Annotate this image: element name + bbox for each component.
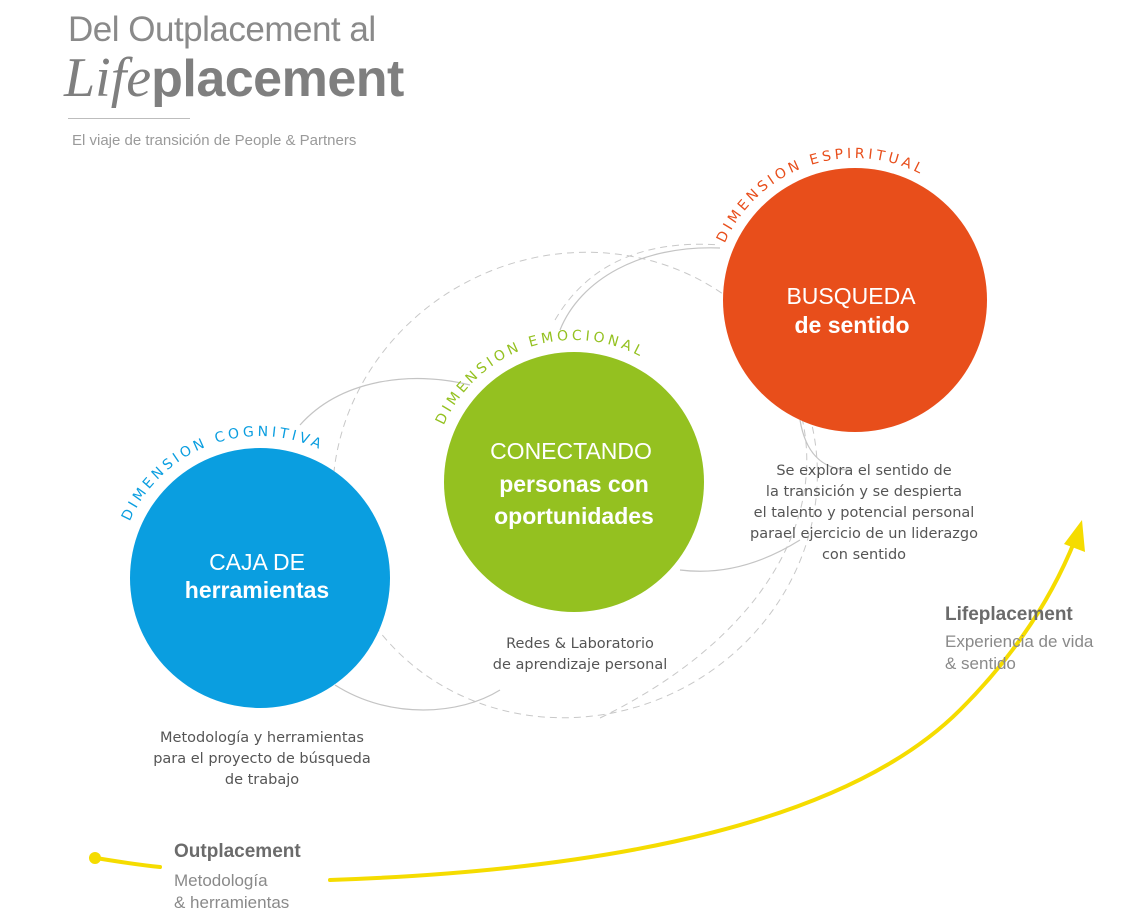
- journey-arrow: [89, 520, 1085, 882]
- cognitiva-line-2: herramientas: [185, 577, 329, 603]
- emocional-line-1: CONECTANDO: [490, 438, 652, 464]
- journey-arrow-start-segment: [94, 856, 162, 869]
- connector-arcs: [299, 247, 851, 711]
- dashed-orbit-right: [599, 409, 808, 719]
- connector-arc-left-bottom: [334, 684, 501, 711]
- connector-arc-right-bottom: [679, 539, 801, 572]
- emocional-line-2: personas con: [499, 471, 649, 497]
- espiritual-line-2: de sentido: [794, 312, 909, 338]
- circle-espiritual: [723, 168, 987, 432]
- journey-start-title: Outplacement: [174, 841, 301, 862]
- journey-start-desc: Metodología & herramientas: [174, 871, 290, 912]
- title-line-1: Del Outplacement al: [68, 10, 376, 49]
- caption-espiritual: Se explora el sentido de la transición y…: [750, 463, 978, 563]
- subtitle: El viaje de transición de People & Partn…: [72, 132, 357, 149]
- caption-emocional: Redes & Laboratorio de aprendizaje perso…: [492, 636, 668, 673]
- title-line-2: Lifeplacement: [64, 50, 404, 106]
- circle-emocional: [444, 352, 704, 612]
- connector-arc-left-top: [299, 377, 471, 426]
- connector-arc-espiritual-bottom: [799, 419, 851, 471]
- journey-arrow-start-dot: [89, 852, 101, 864]
- dashed-orbit-upper: [554, 243, 721, 321]
- connector-arc-right-top: [559, 247, 721, 331]
- emocional-line-3: oportunidades: [494, 503, 654, 529]
- title-divider: [68, 118, 190, 119]
- circle-cognitiva: [130, 448, 390, 708]
- caption-cognitiva: Metodología y herramientas para el proye…: [153, 730, 371, 788]
- espiritual-line-1: BUSQUEDA: [786, 283, 916, 309]
- title-placement: placement: [151, 50, 404, 108]
- cognitiva-line-1: CAJA DE: [209, 549, 305, 575]
- journey-arrow-curve: [328, 538, 1077, 882]
- journey-end-desc: Experiencia de vida & sentido: [945, 632, 1094, 673]
- journey-end-title: Lifeplacement: [945, 604, 1073, 625]
- title-life: Life: [64, 47, 152, 109]
- journey-arrow-head: [1064, 520, 1085, 552]
